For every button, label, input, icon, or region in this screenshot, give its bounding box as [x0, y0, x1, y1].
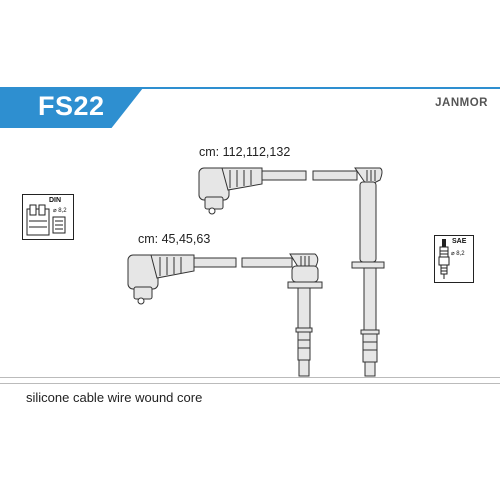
short-set-cable [193, 257, 293, 268]
short-set-angled-boot [127, 254, 195, 305]
sae-spec: ⌀ 8,2 [451, 251, 465, 257]
short-set-straight-boot [287, 253, 323, 377]
long-set-angled-boot [198, 167, 263, 215]
din-spec: ⌀ 8,2 [53, 208, 67, 214]
product-code: FS22 [38, 91, 105, 121]
length-label-long-set: cm: 112,112,132 [199, 145, 291, 159]
sae-connector-badge: SAE ⌀ 8,2 [434, 235, 474, 283]
header-rule [0, 87, 500, 89]
din-label: DIN [49, 197, 62, 204]
length-label-short-set: cm: 45,45,63 [138, 232, 211, 246]
long-set-straight-boot [351, 167, 385, 377]
spark-plug-icon [438, 239, 450, 279]
footer-rule-lower [0, 383, 500, 384]
footer-rule-upper [0, 377, 500, 378]
product-description: silicone cable wire wound core [26, 390, 203, 405]
long-set-cable [261, 170, 358, 181]
sae-label: SAE [452, 238, 467, 245]
din-connector-icon [26, 204, 66, 236]
din-connector-badge: DIN ⌀ 8,2 [22, 194, 74, 240]
brand-name: JANMOR [435, 97, 488, 109]
